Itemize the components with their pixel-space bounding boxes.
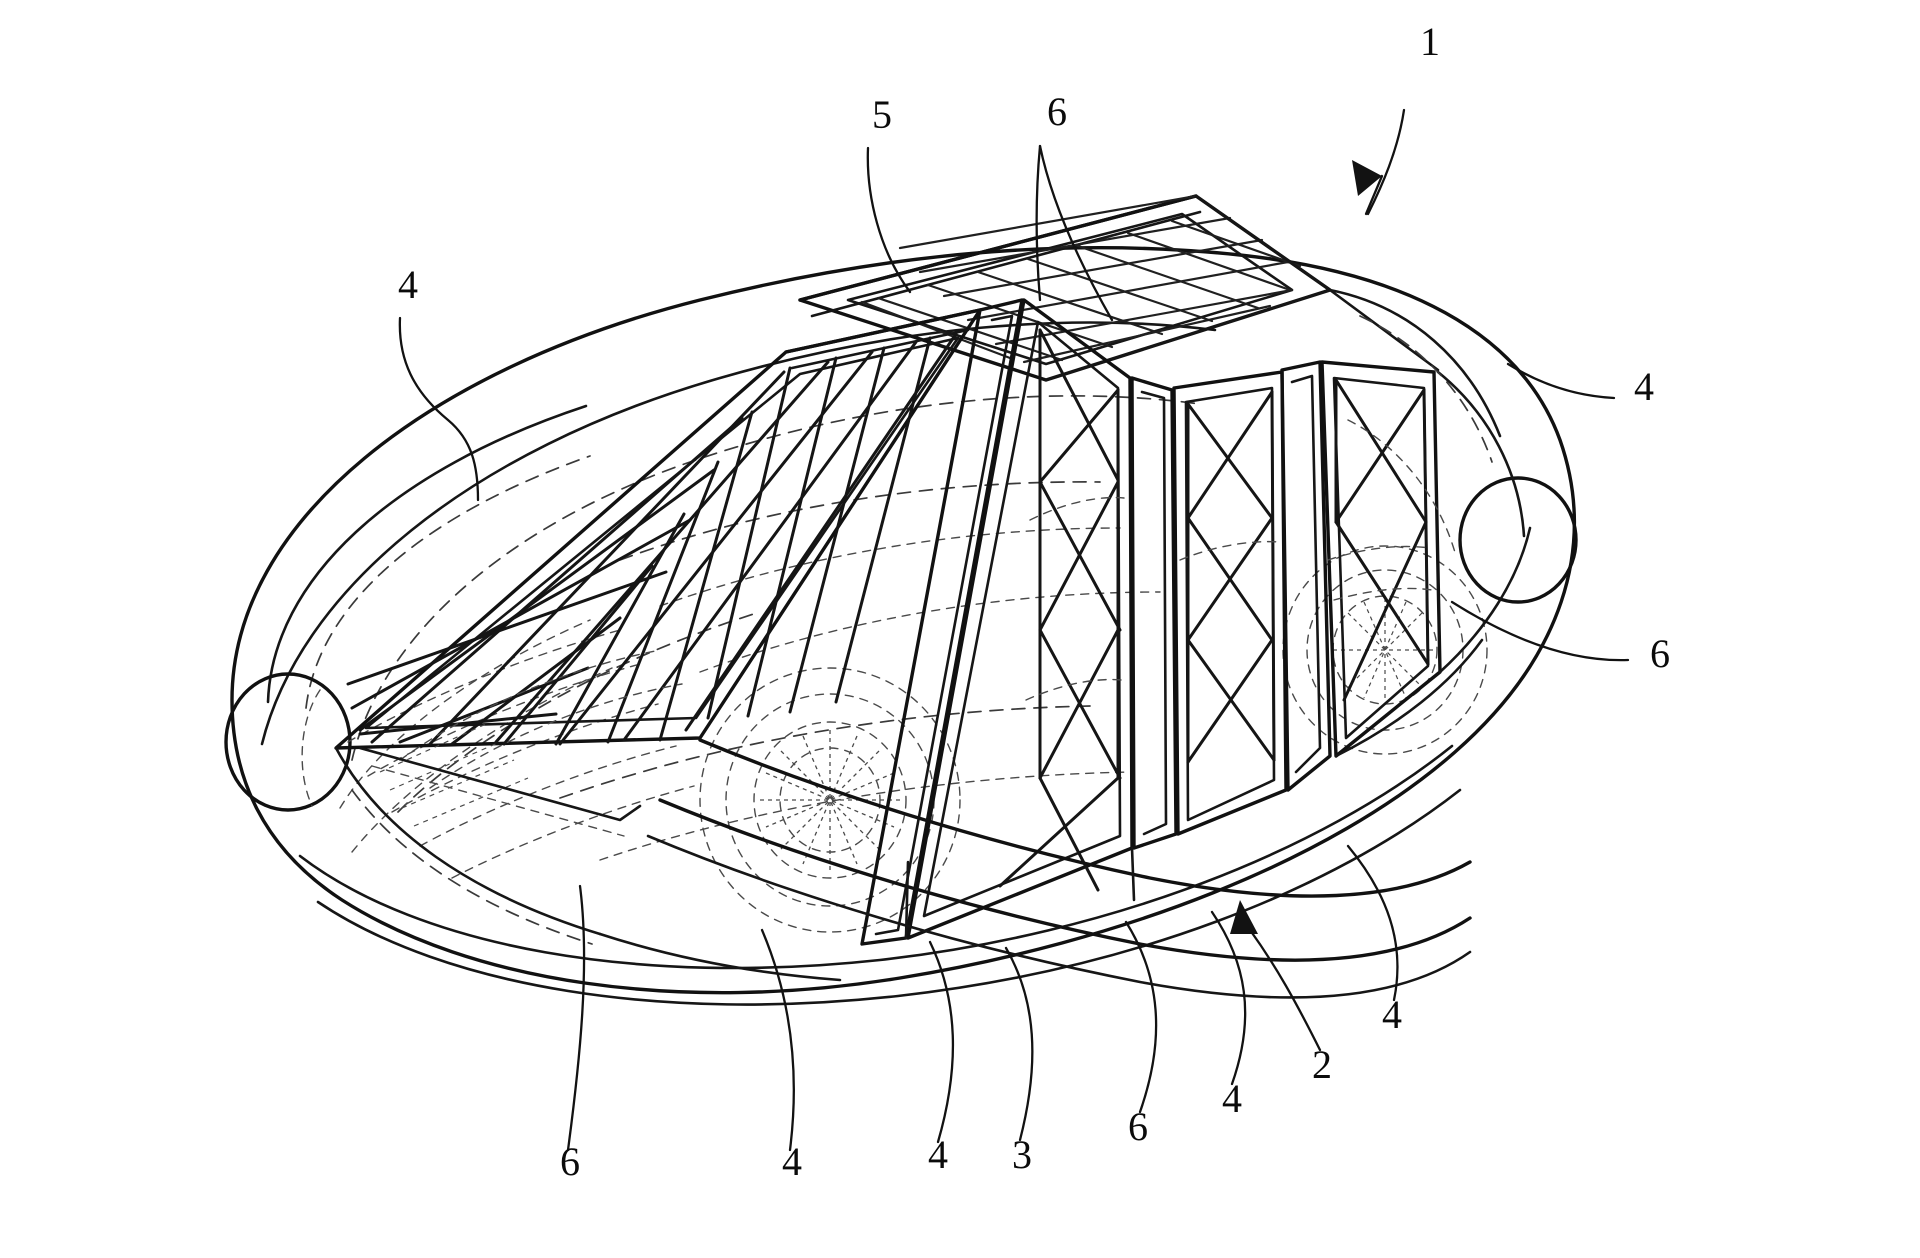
- reference-leaders: [398, 108, 1630, 1152]
- ref-numeral-4-rear: 4: [1634, 364, 1654, 409]
- reference-numeral-group: 1 5 6 4 4 6 6 4 4 3 6 4 2 4: [398, 19, 1670, 1184]
- ref-numeral-5: 5: [872, 92, 892, 137]
- rear-quarter-lattice: [1334, 378, 1430, 702]
- ref-numeral-6-right: 6: [1650, 631, 1670, 676]
- windshield-panel: [334, 308, 982, 837]
- ref-numeral-6-door: 6: [1128, 1104, 1148, 1149]
- front-wheel-phantom: [699, 667, 961, 933]
- ref-numeral-2: 2: [1312, 1042, 1332, 1087]
- ref-numeral-4-cpill: 4: [1382, 992, 1402, 1037]
- ref-numeral-6-ws: 6: [560, 1139, 580, 1184]
- front-lamp-icon: [224, 672, 352, 812]
- ref-numeral-4-front: 4: [398, 262, 418, 307]
- front-window-lattice: [998, 328, 1122, 892]
- c-pillar-frame: [1280, 360, 1332, 792]
- ref-numeral-6-roof: 6: [1047, 89, 1067, 134]
- lower-front-structure: [334, 746, 842, 982]
- ref-numeral-1: 1: [1420, 19, 1440, 64]
- ref-numeral-4-bpill: 4: [1222, 1076, 1242, 1121]
- rear-window-lattice: [1186, 390, 1276, 764]
- body-sill-band: [646, 738, 1472, 999]
- a-pillar-frame: [860, 298, 1024, 946]
- inner-vehicle-phantom: [339, 395, 1201, 879]
- roof-lattice-mesh: [860, 194, 1302, 364]
- b-pillar-frame: [1130, 376, 1178, 850]
- ref-numeral-4-door: 4: [928, 1132, 948, 1177]
- windshield-lattice-mesh: [346, 332, 958, 746]
- rear-quarter-window: [1320, 360, 1442, 758]
- ref-numeral-3: 3: [1012, 1132, 1032, 1177]
- rear-deck-frame: [1328, 288, 1532, 758]
- rear-side-window: [1172, 370, 1288, 836]
- ref-numeral-4-apill: 4: [782, 1139, 802, 1184]
- body-shell-outline: [230, 246, 1577, 1006]
- rear-lamp-icon: [1458, 476, 1578, 604]
- rear-wheel-phantom: [1282, 545, 1488, 755]
